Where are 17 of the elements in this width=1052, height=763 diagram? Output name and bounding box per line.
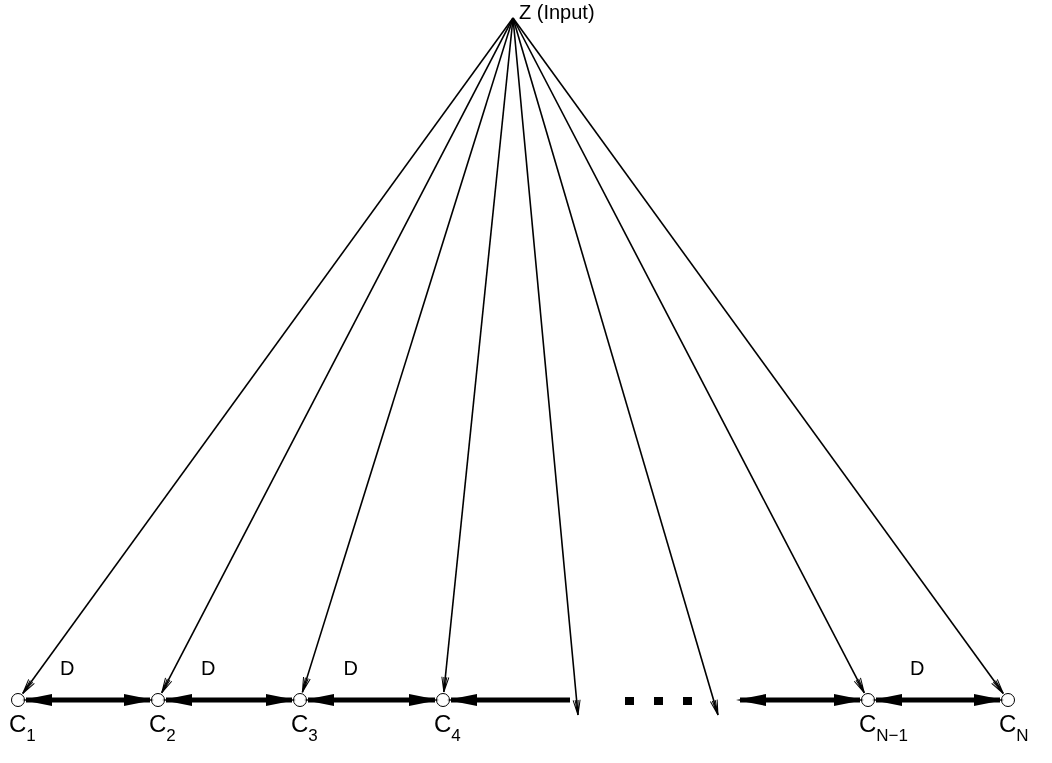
edge-label: D [343, 658, 358, 678]
node-label: C$_{4}$ [434, 712, 461, 747]
node-label: C$_{1}$ [9, 712, 36, 747]
edge-label: D [910, 658, 925, 678]
arrow [22, 694, 154, 706]
edge-label: D [60, 658, 75, 678]
node-label: C$_{N}$ [999, 712, 1029, 747]
arrow [304, 694, 439, 706]
node-label: C$_{3}$ [291, 712, 318, 747]
input-label: Z (Input) [519, 1, 595, 23]
node-label: C$_{N−1}$ [859, 712, 908, 747]
arrow [736, 694, 864, 706]
arrow [447, 694, 570, 706]
node-label: C$_{2}$ [149, 712, 176, 747]
edge-label: D [201, 658, 216, 678]
arrow [872, 694, 1004, 706]
arrow [162, 694, 296, 706]
